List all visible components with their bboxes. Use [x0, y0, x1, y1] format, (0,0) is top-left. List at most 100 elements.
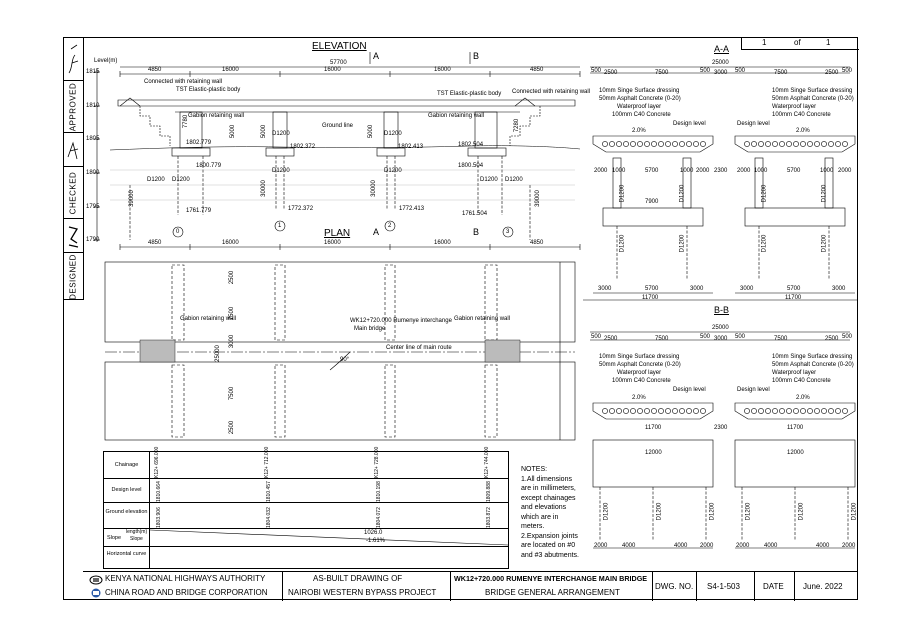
plan-width-dim: 2500	[229, 270, 236, 285]
aa-layer: 10mm Singe Surface dressing	[772, 88, 853, 94]
project-cell: AS-BUILT DRAWING OF NAIROBI WESTERN BYPA…	[283, 572, 451, 601]
bb-dim: 500	[591, 334, 602, 340]
pile-length: 30000	[260, 180, 267, 197]
drawing-title-cell: WK12+720.000 RUMENYE INTERCHANGE MAIN BR…	[451, 572, 653, 601]
aa-pier-dim: 2000	[838, 168, 852, 174]
plan-span: 16000	[324, 240, 341, 246]
note-item: 2.Expansion joints are located on #0 and…	[521, 532, 579, 559]
bb-slope: 2.0%	[632, 395, 646, 401]
ground-elevation-value: 1804.032	[266, 507, 272, 528]
plan-deck-left	[104, 261, 576, 343]
sheet-number: 1	[762, 38, 767, 47]
span-length: 4850	[148, 67, 162, 73]
row-label: Chainage	[114, 462, 139, 468]
aa-pile-label: D1200	[761, 234, 768, 253]
pile-label: D1200	[505, 177, 523, 183]
pile-length: 39000	[128, 190, 135, 207]
bb-deck-width: 11700	[787, 425, 804, 431]
bb-deck-right-cells	[744, 408, 848, 414]
level-value: 1800	[86, 170, 100, 176]
annotation: TST Elastic-plastic body	[176, 87, 241, 93]
soil-layers	[110, 169, 575, 201]
table-row-ground-elevation: Ground elevation 1803.906 1804.032 1804.…	[104, 503, 508, 529]
aa-bottom-dim: 5700	[645, 286, 659, 292]
plan-deck-right	[104, 361, 576, 441]
note-item: 1.All dimensions are in millimeters, exc…	[521, 475, 576, 531]
row-label: Horizontal curve	[106, 551, 147, 557]
signature-cell	[63, 37, 83, 81]
pier-height: 7780	[183, 114, 190, 129]
pile-label: D1200	[172, 177, 190, 183]
total-length: 57700	[330, 60, 347, 66]
bb-layer: 50mm Asphalt Concrete (0-20)	[772, 362, 854, 368]
table-row-design-level: Design level 1810.664 1810.457 1810.198 …	[104, 479, 508, 503]
annotation: Gabion retaining wall	[428, 113, 485, 119]
aa-bottom-total: 11700	[642, 295, 659, 301]
elevation-mark: 1802.372	[290, 144, 316, 150]
aa-pier-dim: 1000	[754, 168, 768, 174]
ground-elevation-value: 1803.872	[486, 507, 492, 528]
aa-slope: 2.0%	[632, 128, 646, 134]
elevation-mark: 1800.779	[196, 163, 222, 169]
slope-diagonal	[150, 529, 508, 546]
aa-deck-right-cells	[744, 141, 848, 147]
date-label-cell: DATE	[755, 572, 795, 601]
aa-pier-dim: 1000	[612, 168, 626, 174]
aa-pier-dim: 1000	[820, 168, 834, 174]
aa-deck-left	[592, 135, 714, 153]
bb-bottom-dim: 2000	[842, 543, 856, 549]
organization-cell: KENYA NATIONAL HIGHWAYS AUTHORITY CHINA …	[83, 572, 283, 601]
bb-bottom-dim: 4000	[764, 543, 778, 549]
elevation-view	[94, 52, 581, 242]
retaining-wall-left	[119, 97, 141, 107]
plan-span: 4850	[530, 240, 544, 246]
bb-bottom-dim: 2000	[736, 543, 750, 549]
bb-mid: 3000	[714, 336, 728, 342]
aa-pile-label: D1200	[761, 184, 768, 203]
sheet-total: 1	[826, 38, 831, 47]
bb-layer: Waterproof layer	[772, 370, 817, 376]
plan-view	[104, 244, 581, 441]
aa-mid: 3000	[714, 70, 728, 76]
aa-pile-label: D1200	[619, 234, 626, 253]
bb-layer: Waterproof layer	[617, 370, 662, 376]
plan-title: PLAN	[324, 228, 351, 239]
pier-height: 5000	[230, 124, 237, 139]
bb-layer: 50mm Asphalt Concrete (0-20)	[599, 362, 681, 368]
aa-cap-width: 7900	[645, 199, 659, 205]
aa-pier-dim: 2000	[737, 168, 751, 174]
bb-dim: 7500	[774, 336, 788, 342]
aa-pile-cap-right	[744, 207, 846, 227]
plan-label: Main bridge	[354, 326, 386, 332]
bb-total: 25000	[712, 325, 729, 331]
aa-pile-cap-left	[602, 207, 704, 227]
elevation-mark: 1772.372	[288, 206, 314, 212]
bb-design-level: Design level	[673, 387, 706, 393]
level-unit-label: Level(m)	[94, 58, 118, 64]
aa-dim: 500	[842, 68, 853, 74]
bb-layer: 10mm Singe Surface dressing	[599, 354, 680, 360]
aa-layer: 100mm C40 Concrete	[772, 112, 831, 118]
aa-dim: 2500	[825, 70, 839, 76]
signature-cell	[63, 133, 83, 167]
bb-pile-label: D1200	[851, 502, 858, 521]
table-divider	[149, 452, 150, 568]
aa-design-level: Design level	[737, 121, 770, 127]
plan-section-marker-b: B	[473, 227, 480, 237]
bb-layer: 100mm C40 Concrete	[772, 378, 831, 384]
aa-deck-right	[734, 135, 856, 153]
table-row-chainage: Chainage K12+ 696.000 K12+ 712.000 K12+ …	[104, 447, 508, 479]
pier-height: 5000	[368, 124, 375, 139]
dwg-no-label: DWG. NO.	[655, 582, 694, 591]
gabion-wall-left	[139, 106, 171, 146]
elevation-section-marker-b: B	[473, 51, 480, 61]
dwg-no-label-cell: DWG. NO.	[653, 572, 697, 601]
slope-length: 1026.0	[364, 530, 383, 536]
aa-bottom-dim: 3000	[690, 286, 704, 292]
gabion-blocks	[139, 339, 521, 363]
pile-label: D1200	[384, 168, 402, 174]
elevation-mark: 1802.504	[458, 142, 484, 148]
row-label: Design level	[111, 487, 142, 493]
bb-pile-label: D1200	[709, 502, 716, 521]
span-length: 16000	[324, 67, 341, 73]
